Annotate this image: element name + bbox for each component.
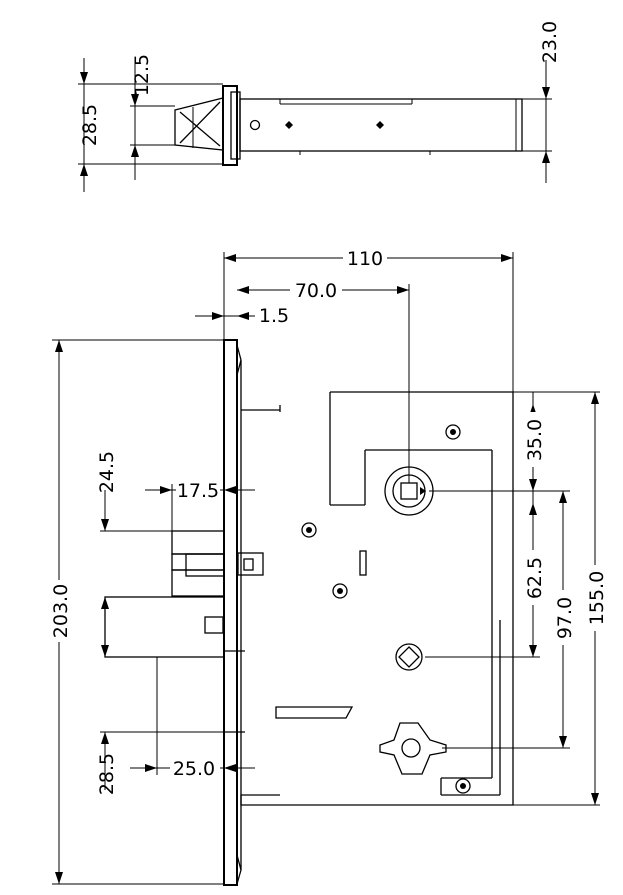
dim-top-23-0: 23.0 <box>539 21 561 63</box>
top-right-dimension: 23.0 <box>522 21 561 183</box>
dim-top-28-5: 28.5 <box>79 104 101 146</box>
dim-right-97-0: 97.0 <box>554 597 576 639</box>
dim-width-110: 110 <box>347 248 383 270</box>
dim-latch-17-5: 17.5 <box>177 480 219 502</box>
height-dimension: 203.0 <box>47 339 224 885</box>
bolt-dimensions: 28.5 25.0 <box>96 597 255 795</box>
dim-height-203-0: 203.0 <box>50 584 72 638</box>
dim-offset-1-5: 1.5 <box>259 305 289 327</box>
main-front-view <box>104 339 514 886</box>
dim-right-155-0: 155.0 <box>586 571 608 625</box>
latch-dimensions: 24.5 17.5 <box>96 451 255 532</box>
dim-right-35-0: 35.0 <box>524 419 546 461</box>
top-profile-view <box>174 85 523 166</box>
dim-top-12-5: 12.5 <box>131 54 153 96</box>
dim-width-70-0: 70.0 <box>295 280 337 302</box>
dim-right-62-5: 62.5 <box>524 557 546 599</box>
dim-bolt-28-5: 28.5 <box>96 753 118 795</box>
dim-bolt-25-0: 25.0 <box>173 758 215 780</box>
top-left-dimensions: 12.5 28.5 <box>78 54 223 192</box>
width-dimensions: 110 70.0 1.5 <box>195 248 514 483</box>
dim-latch-24-5: 24.5 <box>96 451 118 493</box>
right-dimensions: 155.0 35.0 62.5 97.0 <box>425 391 608 806</box>
